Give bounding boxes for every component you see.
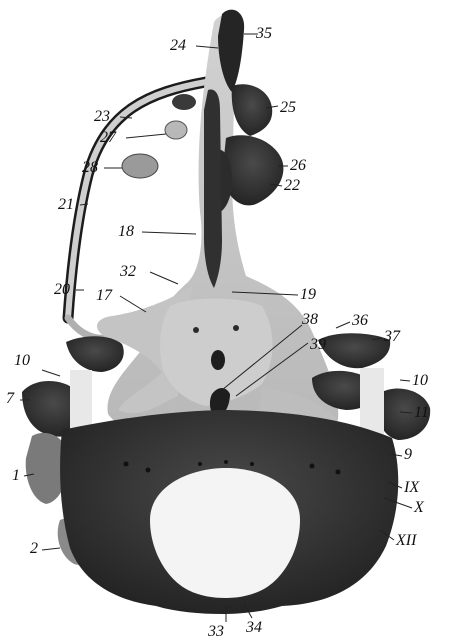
ossicle-27	[165, 121, 187, 139]
label-39: 39	[310, 337, 326, 353]
label-38: 38	[302, 312, 318, 328]
label-IX: IX	[404, 480, 419, 496]
occipital-foramen-2	[146, 468, 151, 473]
bone-mass-25	[232, 84, 273, 136]
occipital-foramen-5	[250, 462, 254, 466]
septum	[204, 90, 222, 288]
label-24: 24	[170, 38, 186, 54]
label-19: 19	[300, 287, 316, 303]
label-20: 20	[54, 282, 70, 298]
label-11: 11	[414, 405, 429, 421]
occipital-foramen	[124, 462, 129, 467]
label-7: 7	[6, 391, 14, 407]
label-32: 32	[120, 264, 136, 280]
occipital-foramen-7	[336, 470, 341, 475]
label-9: 9	[404, 447, 412, 463]
label-X: X	[414, 500, 424, 516]
label-36: 36	[352, 313, 368, 329]
label-2: 2	[30, 541, 38, 557]
label-10-right: 10	[412, 373, 428, 389]
label-33: 33	[208, 624, 224, 640]
label-XII: XII	[396, 533, 416, 549]
label-21: 21	[58, 197, 74, 213]
label-18: 18	[118, 224, 134, 240]
label-35: 35	[256, 26, 272, 42]
label-26: 26	[290, 158, 306, 174]
label-37: 37	[384, 329, 400, 345]
slender-rod-highlight	[68, 82, 206, 318]
occipital-foramen-6	[310, 464, 315, 469]
label-10-left: 10	[14, 353, 30, 369]
occipital-foramen-3	[198, 462, 202, 466]
ossicle-23	[172, 94, 196, 110]
foramen-small-2	[193, 327, 199, 333]
foramen-small	[233, 325, 239, 331]
label-25: 25	[280, 100, 296, 116]
label-23: 23	[94, 109, 110, 125]
label-34: 34	[246, 620, 262, 636]
label-22: 22	[284, 178, 300, 194]
ossicle-28	[122, 154, 158, 178]
label-27: 27	[100, 130, 116, 146]
label-28: 28	[82, 160, 98, 176]
left-process-10	[66, 336, 124, 372]
label-17: 17	[96, 288, 112, 304]
foramen-38	[211, 350, 225, 370]
label-1: 1	[12, 468, 20, 484]
occipital-foramen-4	[224, 460, 228, 464]
slender-rod	[68, 82, 206, 318]
